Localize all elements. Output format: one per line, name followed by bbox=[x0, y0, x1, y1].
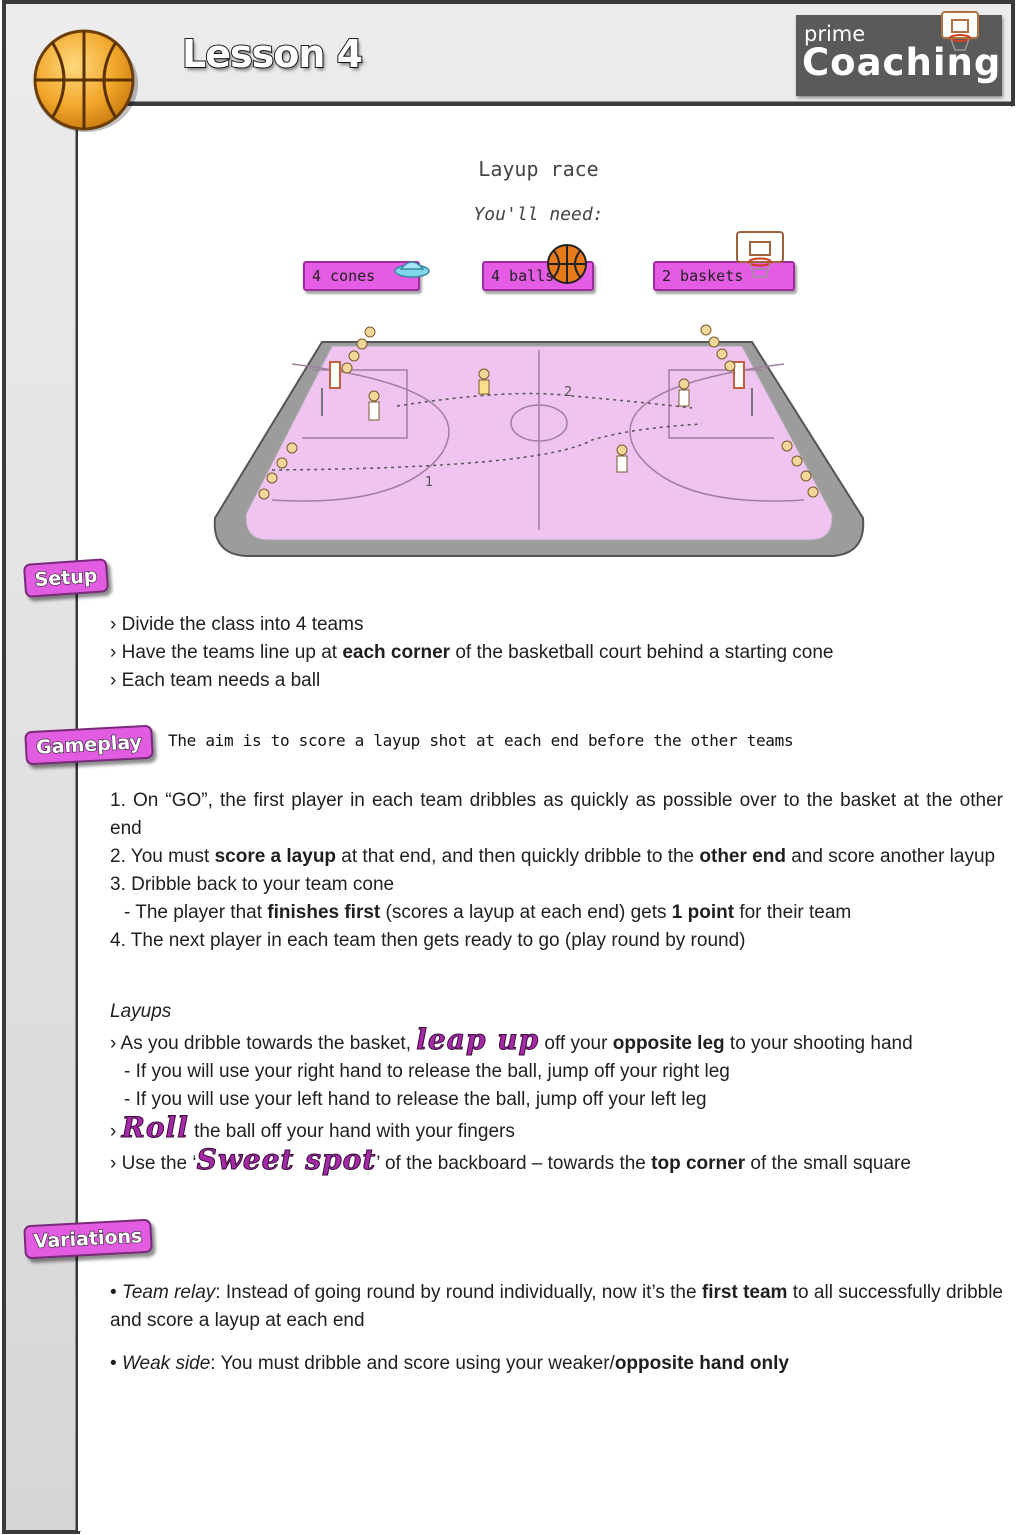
equipment-cones-label: 4 cones bbox=[312, 267, 376, 285]
hoop-left-icon bbox=[321, 361, 341, 416]
logo-coaching-text: Coaching bbox=[802, 41, 1002, 84]
layup-tip-3: › Use the ‘Sweet spot’ of the backboard … bbox=[110, 1143, 911, 1176]
basketball-logo-icon bbox=[33, 29, 138, 132]
prime-coaching-logo: prime Coaching bbox=[796, 11, 1002, 96]
setup-line: › Divide the class into 4 teams bbox=[110, 614, 364, 635]
equipment-balls-label: 4 balls bbox=[491, 267, 555, 285]
cone-icon bbox=[394, 261, 430, 278]
lesson-title: Lesson 4 bbox=[181, 31, 364, 77]
equipment-baskets-label: 2 baskets bbox=[662, 267, 744, 285]
equipment-balls: 4 balls bbox=[482, 244, 594, 291]
step-3: 3. Dribble back to your team cone bbox=[110, 874, 395, 895]
hoop-right-icon bbox=[733, 361, 753, 416]
logo-prime-text: prime bbox=[804, 22, 866, 46]
gameplay-steps: 1. On “GO”, the first player in each tea… bbox=[110, 787, 1003, 955]
variations-tag: Variations bbox=[23, 1218, 153, 1260]
players-team-top-left-icon bbox=[341, 326, 376, 374]
players-dribbling-icon bbox=[368, 368, 690, 473]
equipment-cones: 4 cones bbox=[303, 261, 430, 291]
players-team-top-right-icon bbox=[700, 324, 736, 372]
equipment-baskets: 2 baskets bbox=[653, 231, 795, 291]
layup-tip-1-sub: - If you will use your right hand to rel… bbox=[124, 1061, 730, 1082]
players-team-bottom-right-icon bbox=[781, 440, 819, 498]
step-1: 1. On “GO”, the first player in each tea… bbox=[110, 790, 1003, 839]
setup-tag: Setup bbox=[22, 558, 110, 598]
gameplay-aim: The aim is to score a layup shot at each… bbox=[168, 731, 794, 750]
gameplay-tag: Gameplay bbox=[24, 724, 154, 766]
layup-tip-1-sub: - If you will use your left hand to rele… bbox=[124, 1089, 707, 1110]
basketball-icon bbox=[547, 244, 587, 284]
activity-title: Layup race bbox=[478, 157, 599, 181]
basketball-hoop-logo-icon bbox=[941, 11, 979, 51]
layup-tip-1: › As you dribble towards the basket, lea… bbox=[110, 1023, 913, 1056]
layup-tip-2: › Roll the ball off your hand with your … bbox=[110, 1111, 515, 1144]
step-3-sub: - The player that finishes first (scores… bbox=[124, 902, 852, 923]
step-2: 2. You must score a layup at that end, a… bbox=[110, 846, 996, 867]
layups-block: Layups › As you dribble towards the bask… bbox=[110, 998, 1003, 1178]
variation-weak-side: • Weak side: You must dribble and score … bbox=[110, 1353, 789, 1374]
players-team-bottom-left-icon bbox=[258, 442, 298, 500]
variations-list: • Team relay: Instead of going round by … bbox=[110, 1279, 1003, 1378]
setup-line: › Each team needs a ball bbox=[110, 670, 321, 691]
dribble-route-1 bbox=[271, 423, 703, 471]
setup-line: › Have the teams line up at each corner … bbox=[110, 642, 834, 663]
step-4: 4. The next player in each team then get… bbox=[110, 930, 746, 951]
layups-heading: Layups bbox=[110, 1001, 172, 1022]
route-2-marker: 2 bbox=[564, 385, 572, 400]
route-1-marker: 1 bbox=[425, 475, 433, 490]
setup-list: › Divide the class into 4 teams › Have t… bbox=[110, 611, 1003, 695]
basketball-hoop-icon bbox=[736, 231, 784, 278]
equipment-needed-label: You'll need: bbox=[473, 204, 604, 225]
basketball-court-diagram: 1 2 bbox=[213, 324, 865, 557]
variation-team-relay: • Team relay: Instead of going round by … bbox=[110, 1282, 1003, 1331]
